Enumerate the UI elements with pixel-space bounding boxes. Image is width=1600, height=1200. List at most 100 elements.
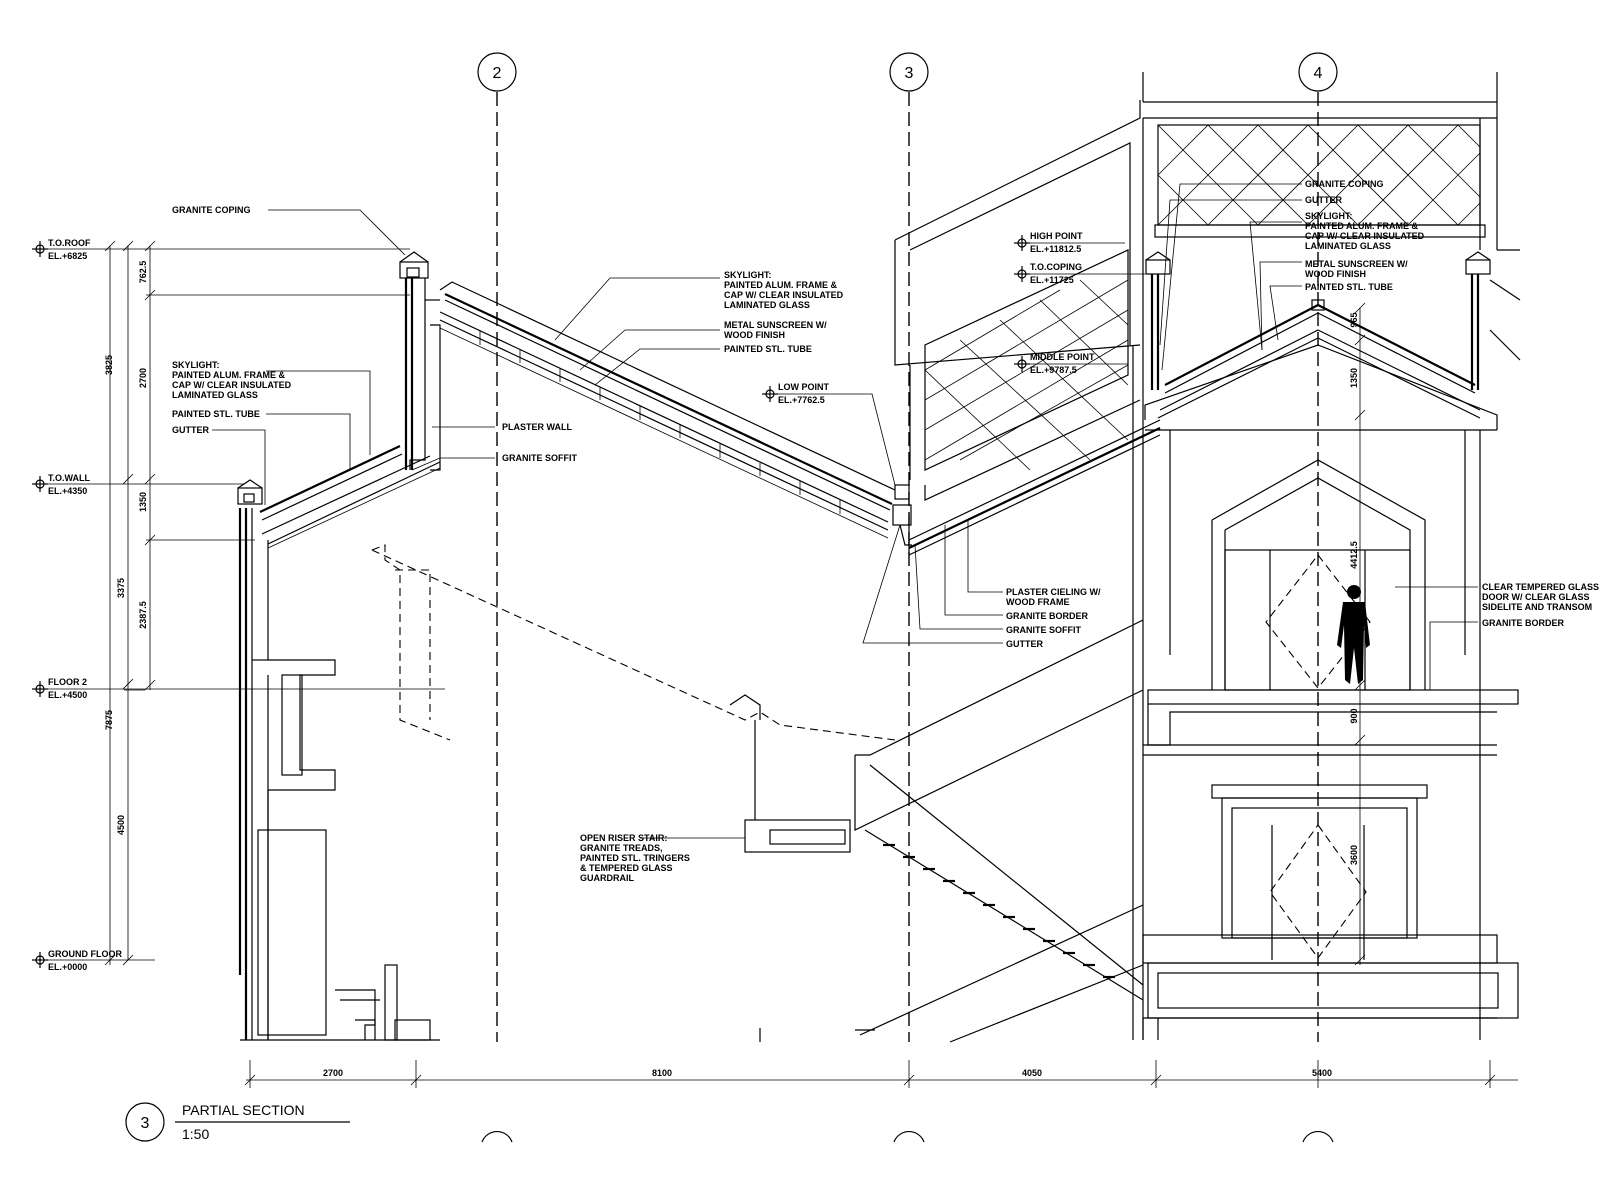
note-granite-coping: GRANITE COPING bbox=[172, 205, 251, 215]
human-figure bbox=[1337, 585, 1370, 684]
grid-label-4: 4 bbox=[1314, 65, 1323, 82]
note-granite-soffit-mid: GRANITE SOFFIT bbox=[1006, 625, 1081, 635]
level-marker-high: HIGH POINT EL.+11812.5 bbox=[1014, 231, 1125, 254]
note-tube-left: PAINTED STL. TUBE bbox=[172, 409, 260, 419]
note-skylight-right-3: CAP W/ CLEAR INSULATED bbox=[1305, 231, 1425, 241]
note-ceiling-1: PLASTER CIELING W/ bbox=[1006, 587, 1101, 597]
note-stair-3: PAINTED STL. TRINGERS bbox=[580, 853, 690, 863]
dim-h8100: 8100 bbox=[652, 1068, 672, 1078]
title-name: PARTIAL SECTION bbox=[182, 1102, 305, 1118]
note-gutter-left: GUTTER bbox=[172, 425, 209, 435]
dim-4500: 4500 bbox=[116, 815, 126, 835]
left-wall bbox=[237, 479, 440, 1041]
level-name-floor2: FLOOR 2 bbox=[48, 677, 87, 687]
level-name-wall: T.O.WALL bbox=[48, 473, 90, 483]
note-skylight-left-4: LAMINATED GLASS bbox=[172, 390, 258, 400]
dim-3600: 3600 bbox=[1349, 845, 1359, 865]
dim-h2700: 2700 bbox=[323, 1068, 343, 1078]
dim-7875: 7875 bbox=[104, 710, 114, 730]
note-sunscreen-center-1: METAL SUNSCREEN W/ bbox=[724, 320, 827, 330]
note-ceiling-2: WOOD FRAME bbox=[1006, 597, 1070, 607]
note-stair-5: GUARDRAIL bbox=[580, 873, 634, 883]
note-skylight-center-4: LAMINATED GLASS bbox=[724, 300, 810, 310]
grid-bubble-3 bbox=[889, 52, 929, 92]
dim-900: 900 bbox=[1349, 708, 1359, 723]
main-skylight bbox=[439, 281, 896, 539]
note-skylight-left-2: PAINTED ALUM. FRAME & bbox=[172, 370, 285, 380]
note-skylight-center-1: SKYLIGHT: bbox=[724, 270, 772, 280]
grid-label-3: 3 bbox=[905, 65, 914, 82]
vertical-dimensions-left: 762.5 3825 2700 1350 3375 2387.5 7875 45… bbox=[104, 240, 410, 966]
level-marker-wall: T.O.WALL EL.+4350 bbox=[32, 473, 90, 496]
note-gutter-right: GUTTER bbox=[1305, 195, 1342, 205]
dim-762: 762.5 bbox=[138, 261, 148, 284]
note-skylight-right-1: SKYLIGHT: bbox=[1305, 211, 1353, 221]
horizontal-dimensions: 2700 8100 4050 5400 bbox=[244, 1060, 1518, 1088]
level-marker-floor2: FLOOR 2 EL.+4500 bbox=[32, 677, 87, 700]
note-plaster-wall: PLASTER WALL bbox=[502, 422, 572, 432]
note-skylight-right-4: LAMINATED GLASS bbox=[1305, 241, 1391, 251]
dim-h4050: 4050 bbox=[1022, 1068, 1042, 1078]
notes: GRANITE COPING SKYLIGHT: PAINTED ALUM. F… bbox=[172, 179, 1599, 883]
level-marker-ground: GROUND FLOOR EL.+0000 bbox=[32, 949, 122, 972]
note-tube-right: PAINTED STL. TUBE bbox=[1305, 282, 1393, 292]
dim-2700: 2700 bbox=[138, 368, 148, 388]
level-name-low: LOW POINT bbox=[778, 382, 829, 392]
dim-1350: 1350 bbox=[138, 492, 148, 512]
vertical-dimensions-right: 965 1350 4412.5 900 3600 bbox=[1349, 302, 1366, 966]
note-stair-4: & TEMPERED GLASS bbox=[580, 863, 673, 873]
note-skylight-left-1: SKYLIGHT: bbox=[172, 360, 220, 370]
level-el-wall: EL.+4350 bbox=[48, 486, 87, 496]
grid-bubble-2 bbox=[477, 52, 517, 92]
dim-965: 965 bbox=[1349, 312, 1359, 327]
note-glass-2: DOOR W/ CLEAR GLASS bbox=[1482, 592, 1590, 602]
note-sunscreen-right-2: WOOD FINISH bbox=[1305, 269, 1366, 279]
dim-4412: 4412.5 bbox=[1349, 541, 1359, 569]
note-sunscreen-center-2: WOOD FINISH bbox=[724, 330, 785, 340]
left-skylight bbox=[259, 445, 441, 549]
level-name-ground: GROUND FLOOR bbox=[48, 949, 122, 959]
middle-roof bbox=[894, 100, 1161, 556]
title-scale: 1:50 bbox=[182, 1126, 209, 1142]
level-name-middle: MIDDLE POINT bbox=[1030, 352, 1095, 362]
stair bbox=[371, 544, 1144, 1043]
level-marker-roof: T.O.ROOF EL.+6825 bbox=[32, 238, 91, 261]
level-el-low: EL.+7762.5 bbox=[778, 395, 825, 405]
level-el-ground: EL.+0000 bbox=[48, 962, 87, 972]
note-granite-soffit-left: GRANITE SOFFIT bbox=[502, 453, 577, 463]
level-name-coping: T.O.COPING bbox=[1030, 262, 1082, 272]
level-marker-low: LOW POINT EL.+7762.5 bbox=[762, 382, 896, 486]
level-el-middle: EL.+9787.5 bbox=[1030, 365, 1077, 375]
grid-bubble-4 bbox=[1298, 52, 1338, 92]
dim-1350b: 1350 bbox=[1349, 368, 1359, 388]
leader-lines bbox=[212, 183, 1478, 839]
level-markers-right: HIGH POINT EL.+11812.5 T.O.COPING EL.+11… bbox=[762, 231, 1145, 486]
note-skylight-center-2: PAINTED ALUM. FRAME & bbox=[724, 280, 837, 290]
dim-h5400: 5400 bbox=[1312, 1068, 1332, 1078]
dim-2387: 2387.5 bbox=[138, 601, 148, 629]
dim-3825: 3825 bbox=[104, 355, 114, 375]
note-glass-1: CLEAR TEMPERED GLASS bbox=[1482, 582, 1599, 592]
level-name-high: HIGH POINT bbox=[1030, 231, 1083, 241]
level-el-high: EL.+11812.5 bbox=[1030, 244, 1081, 254]
level-el-floor2: EL.+4500 bbox=[48, 690, 87, 700]
note-granite-border-right: GRANITE BORDER bbox=[1482, 618, 1565, 628]
note-skylight-center-3: CAP W/ CLEAR INSULATED bbox=[724, 290, 844, 300]
low-point-gutter bbox=[892, 484, 912, 546]
note-granite-border-mid: GRANITE BORDER bbox=[1006, 611, 1089, 621]
note-glass-3: SIDELITE AND TRANSOM bbox=[1482, 602, 1592, 612]
level-el-coping: EL.+11725 bbox=[1030, 275, 1074, 285]
dim-3375: 3375 bbox=[116, 578, 126, 598]
grid-lines: 2 3 4 bbox=[477, 52, 1338, 1143]
level-markers-left: T.O.ROOF EL.+6825 T.O.WALL EL.+4350 FLOO… bbox=[32, 238, 445, 972]
note-tube-center: PAINTED STL. TUBE bbox=[724, 344, 812, 354]
grid-label-2: 2 bbox=[493, 65, 502, 82]
note-stair-2: GRANITE TREADS, bbox=[580, 843, 663, 853]
note-stair-1: OPEN RISER STAIR: bbox=[580, 833, 667, 843]
level-marker-middle: MIDDLE POINT EL.+9787.5 bbox=[1014, 352, 1128, 375]
level-el-roof: EL.+6825 bbox=[48, 251, 87, 261]
note-sunscreen-right-1: METAL SUNSCREEN W/ bbox=[1305, 259, 1408, 269]
title-bubble bbox=[125, 1102, 165, 1142]
note-skylight-right-2: PAINTED ALUM. FRAME & bbox=[1305, 221, 1418, 231]
